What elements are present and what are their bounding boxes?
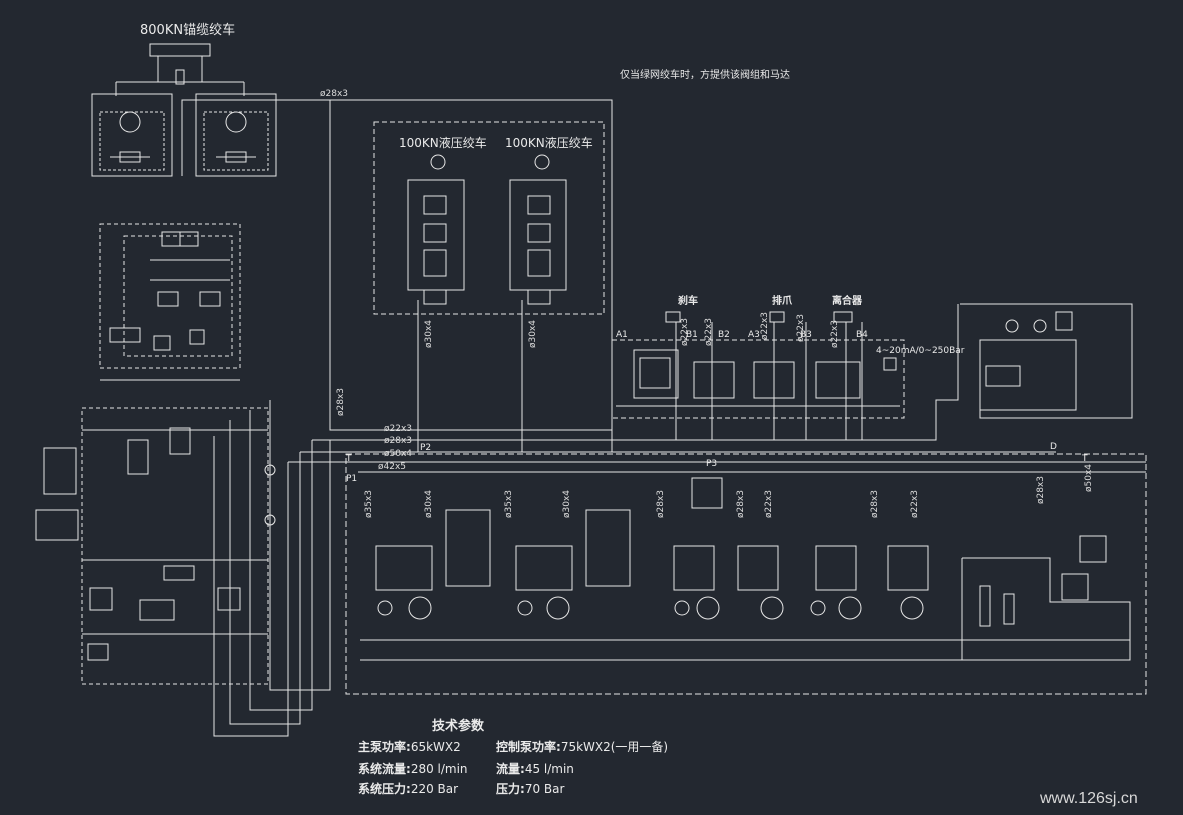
main-winch-motor-right bbox=[195, 93, 277, 177]
control-flow-label: 流量: bbox=[496, 762, 525, 776]
main-winch-motor-left bbox=[91, 93, 173, 177]
control-pump-power-value: 75kWX2(一用一备) bbox=[560, 740, 669, 754]
port-label: B3 bbox=[800, 330, 812, 340]
control-pump-power-label: 控制泵功率: bbox=[496, 740, 561, 754]
port-label: B1 bbox=[686, 330, 698, 340]
main-winch-title: 800KN锚缆绞车 bbox=[140, 23, 236, 38]
system-pressure: 系统压力:220 Bar bbox=[358, 780, 458, 797]
pipe-label: ø28x3 bbox=[656, 490, 666, 519]
main-pump-power-label: 主泵功率: bbox=[358, 740, 411, 754]
winch-valve-details bbox=[407, 154, 567, 305]
pipe-label: ø30x4 bbox=[562, 490, 572, 519]
group-label-brake: 刹车 bbox=[678, 296, 698, 307]
accumulator-unit bbox=[960, 303, 1133, 419]
system-flow: 系统流量:280 l/min bbox=[358, 760, 468, 777]
port-label: A1 bbox=[616, 330, 628, 340]
winch-valve-group bbox=[373, 121, 605, 315]
note-text: 仅当绿网绞车时，方提供该阀组和马达 bbox=[620, 70, 790, 81]
brake-clutch-valves bbox=[616, 311, 900, 407]
pipe-label: ø28x3 bbox=[336, 388, 346, 417]
left-control-block-lower-details bbox=[35, 427, 276, 661]
port-label: D bbox=[1050, 442, 1057, 452]
pipe-label: ø28x3 bbox=[736, 490, 746, 519]
control-pressure: 压力:70 Bar bbox=[496, 780, 564, 797]
port-label: P2 bbox=[420, 443, 432, 453]
main-winch-drum bbox=[115, 43, 245, 96]
pipe-label: ø28x3 bbox=[870, 490, 880, 519]
pipe-label: ø22x3 bbox=[760, 312, 770, 341]
pipe-label: ø28x3 bbox=[1036, 476, 1046, 505]
pipe-label: ø35x3 bbox=[504, 490, 514, 519]
control-pressure-value: 70 Bar bbox=[524, 782, 565, 796]
pipe-label: ø30x4 bbox=[424, 490, 434, 519]
pipe-label: ø22x3 bbox=[796, 314, 806, 343]
port-label: A3 bbox=[748, 330, 760, 340]
main-pipes bbox=[181, 99, 1146, 737]
port-label: T bbox=[346, 454, 352, 464]
control-flow-value: 45 l/min bbox=[524, 762, 574, 776]
winch-left-label: 100KN液压绞车 bbox=[399, 136, 487, 150]
port-label: B4 bbox=[856, 330, 868, 340]
pipe-label: ø30x4 bbox=[424, 320, 434, 349]
pipe-label: ø50x4 bbox=[384, 449, 413, 459]
main-pump-power-value: 65kWX2 bbox=[410, 740, 461, 754]
system-pressure-value: 220 Bar bbox=[410, 782, 459, 796]
control-pressure-label: 压力: bbox=[496, 782, 525, 796]
left-control-block-lower bbox=[81, 407, 269, 685]
group-label-claw: 排爪 bbox=[772, 296, 792, 307]
watermark: www.126sj.cn bbox=[1040, 790, 1138, 807]
oil-tank bbox=[961, 535, 1131, 661]
params-title: 技术参数 bbox=[432, 719, 485, 734]
system-flow-label: 系统流量: bbox=[358, 762, 411, 776]
port-label: P1 bbox=[346, 474, 358, 484]
pipe-label: ø22x3 bbox=[704, 318, 714, 347]
pipe-label: ø28x3 bbox=[384, 436, 413, 446]
system-flow-value: 280 l/min bbox=[410, 762, 468, 776]
left-control-block-upper bbox=[99, 223, 241, 369]
pipe-label: ø50x4 bbox=[1084, 464, 1094, 493]
pump-room bbox=[345, 453, 1147, 695]
pipe-label: ø22x3 bbox=[680, 318, 690, 347]
pipe-label: ø42x5 bbox=[378, 462, 407, 472]
pipe-label: ø35x3 bbox=[364, 490, 374, 519]
port-label: B2 bbox=[718, 330, 730, 340]
control-pump-power: 控制泵功率:75kWX2(一用一备) bbox=[496, 738, 668, 755]
pipe-label: ø28x3 bbox=[320, 89, 349, 99]
signal-label: 4~20mA/0~250Bar bbox=[876, 346, 965, 356]
system-pressure-label: 系统压力: bbox=[358, 782, 411, 796]
main-pump-power: 主泵功率:65kWX2 bbox=[358, 738, 461, 755]
pipe-label: ø30x4 bbox=[528, 320, 538, 349]
pipe-label: ø22x3 bbox=[764, 490, 774, 519]
winch-right-label: 100KN液压绞车 bbox=[505, 136, 593, 150]
port-label: P3 bbox=[706, 459, 718, 469]
control-flow: 流量:45 l/min bbox=[496, 760, 574, 777]
pipe-label: ø22x3 bbox=[384, 424, 413, 434]
left-control-block-upper-details bbox=[100, 231, 240, 381]
pipe-label: ø22x3 bbox=[830, 320, 840, 349]
pipe-label: ø22x3 bbox=[910, 490, 920, 519]
group-label-clutch: 离合器 bbox=[832, 296, 862, 307]
port-label: T bbox=[1082, 454, 1088, 464]
